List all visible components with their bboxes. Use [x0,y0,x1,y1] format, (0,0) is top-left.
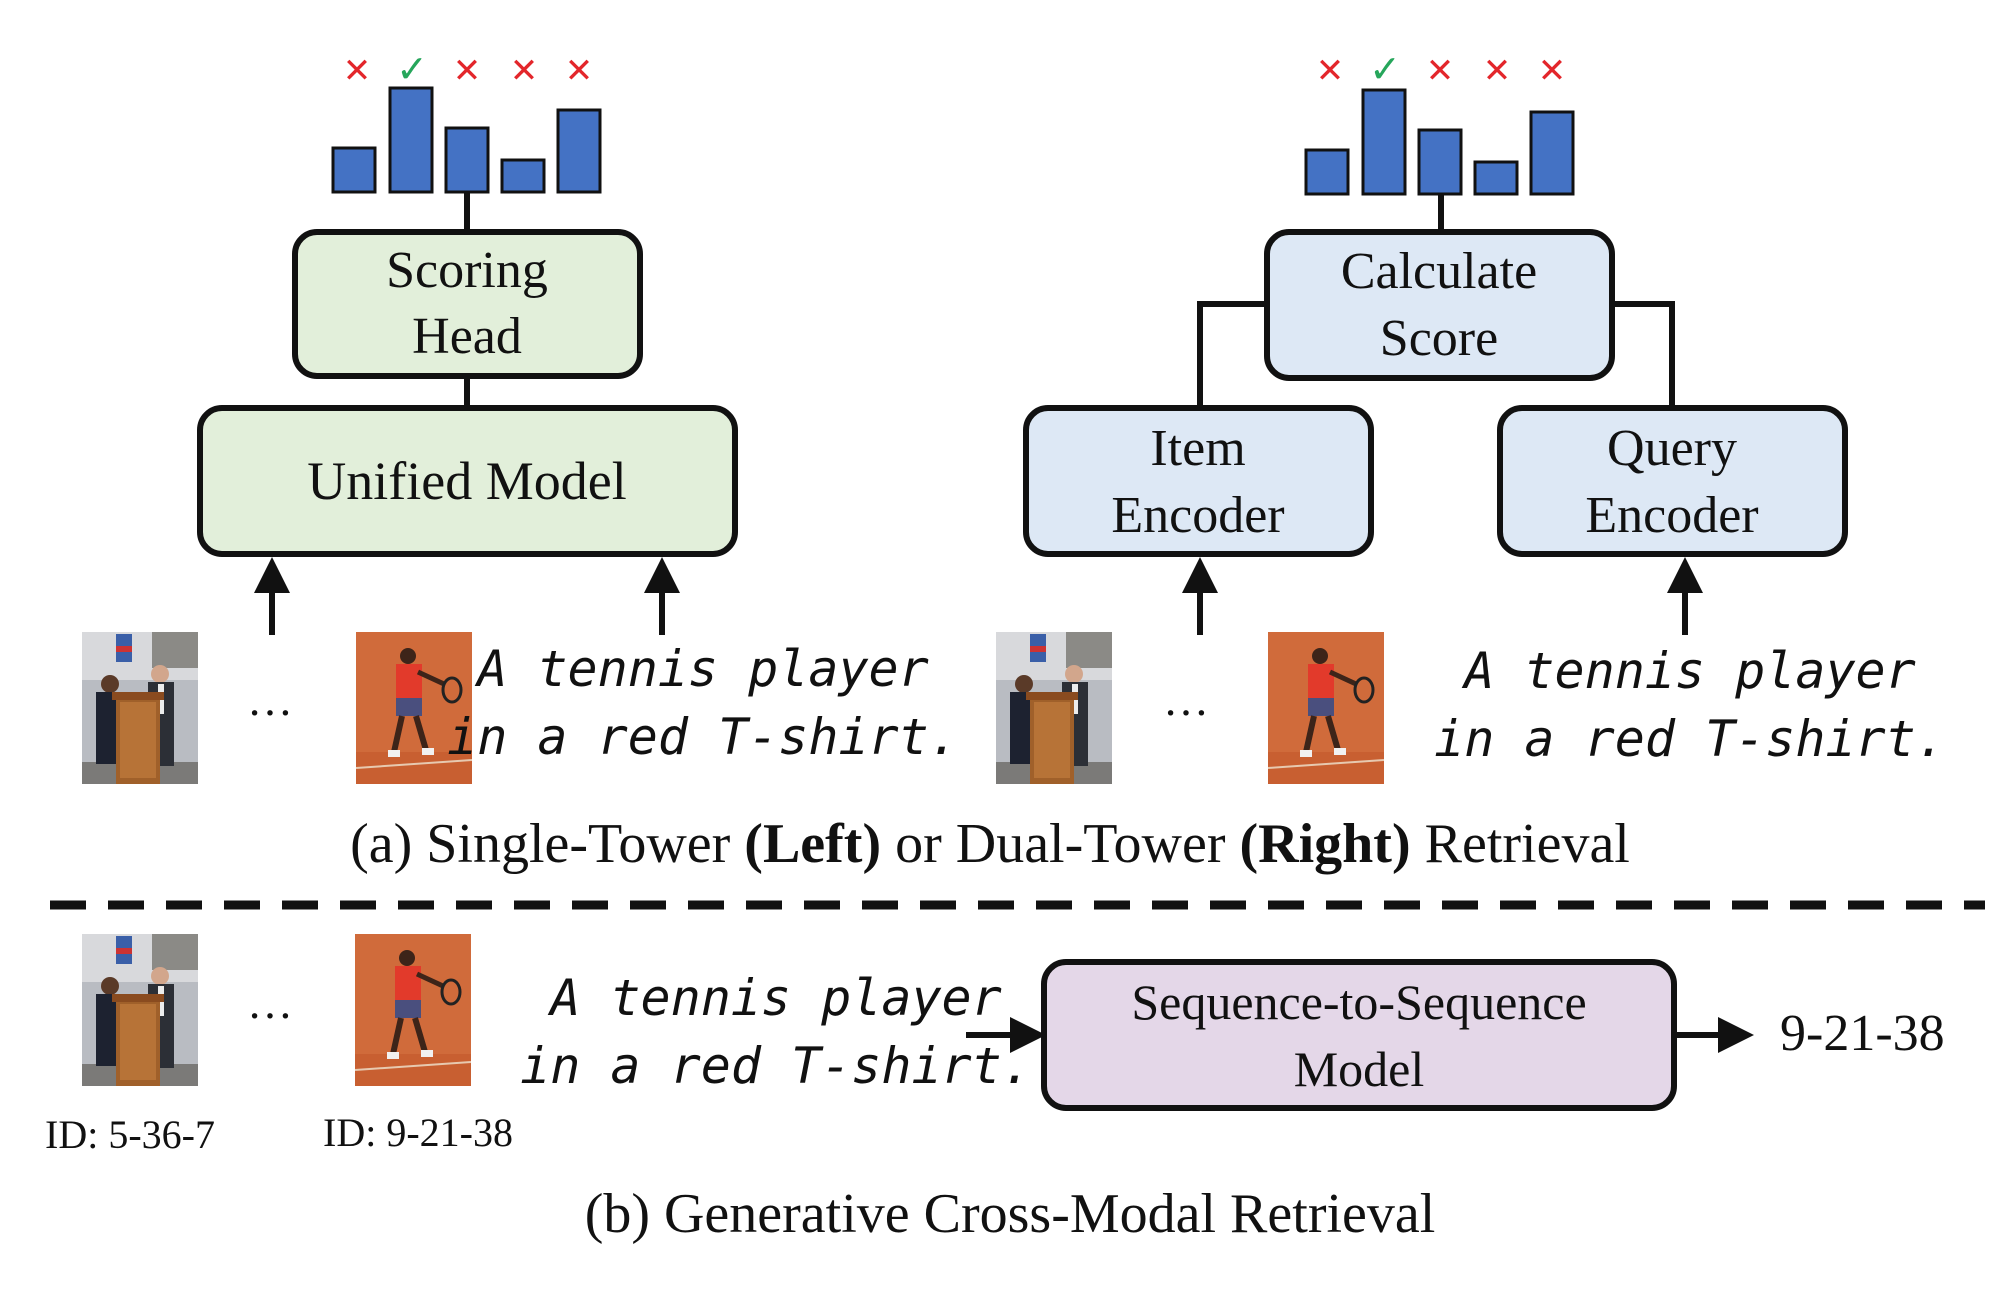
cross-mark-icon: ✕ [1316,51,1345,91]
score-bar [500,158,546,194]
query-text-line1: A tennis player [1461,642,1916,700]
caption-a-part1: (a) Single-Tower [350,813,744,875]
dual-tower-panel: ✕ ✓ ✕ ✕ ✕ Calculate Score Item Encoder Q… [996,47,1946,784]
unified-model-label: Unified Model [307,451,626,511]
seq2seq-model-line2: Model [1294,1041,1425,1097]
item-encoder-line2: Encoder [1111,487,1284,544]
cross-mark-icon: ✕ [343,51,372,91]
query-text-line2: in a red T-shirt. [1434,710,1946,768]
score-bar [1417,128,1463,196]
score-bar [1361,88,1407,196]
podium-photo [82,934,198,1086]
query-encoder-line1: Query [1607,420,1737,477]
podium-photo [996,632,1112,784]
caption-a: (a) Single-Tower (Left) or Dual-Tower (R… [350,813,1630,875]
calculate-score-line1: Calculate [1341,243,1537,300]
query-encoder-line2: Encoder [1585,487,1758,544]
seq2seq-model-line1: Sequence-to-Sequence [1131,974,1586,1030]
score-bar [1529,110,1575,196]
cross-mark-icon: ✕ [1538,51,1567,91]
score-bar [1304,148,1350,196]
caption-a-part3: Retrieval [1411,813,1630,875]
caption-a-bold2: (Right) [1240,813,1411,875]
cross-mark-icon: ✕ [1483,51,1512,91]
generative-panel: … ID: 5-36-7 ID: 9-21-38 A tennis player… [45,934,1945,1157]
query-text-line2: in a red T-shirt. [447,708,959,766]
item-id-1: ID: 5-36-7 [45,1112,215,1157]
cross-mark-icon: ✕ [453,51,482,91]
item-id-2: ID: 9-21-38 [323,1110,513,1155]
single-tower-result-marks: ✕ ✓ ✕ ✕ ✕ [343,47,594,91]
scoring-head-line2: Head [412,308,522,365]
item-encoder-line1: Item [1150,420,1245,477]
podium-photo [82,632,198,784]
tennis-photo [355,934,471,1086]
caption-b: (b) Generative Cross-Modal Retrieval [585,1183,1436,1245]
cross-mark-icon: ✕ [565,51,594,91]
tennis-photo [1268,632,1384,784]
query-text-line1: A tennis player [547,969,1002,1027]
cross-mark-icon: ✕ [1426,51,1455,91]
unified-model-box [197,405,738,557]
check-mark-icon: ✓ [396,47,428,91]
dual-tower-result-marks: ✕ ✓ ✕ ✕ ✕ [1316,47,1567,91]
ellipsis: … [247,977,293,1028]
cross-mark-icon: ✕ [510,51,539,91]
item-encoder-box [1023,405,1374,557]
scoring-head-line1: Scoring [386,242,548,299]
query-text-line1: A tennis player [474,640,929,698]
single-tower-score-bars [331,86,602,194]
score-bar [444,126,490,194]
check-mark-icon: ✓ [1369,47,1401,91]
caption-a-bold1: (Left) [744,813,881,875]
generated-id-output: 9-21-38 [1780,1005,1945,1062]
single-tower-panel: ✕ ✓ ✕ ✕ ✕ Scoring Head Unified Model … A… [82,47,959,784]
query-encoder-box [1497,405,1848,557]
caption-a-part2: or Dual-Tower [881,813,1239,875]
score-bar [1473,160,1519,196]
ellipsis: … [247,674,293,725]
score-bar [388,86,434,194]
dual-tower-score-bars [1304,88,1575,196]
score-bar [556,108,602,194]
ellipsis: … [1163,674,1209,725]
calculate-score-line2: Score [1380,310,1498,367]
query-text-line2: in a red T-shirt. [520,1037,1032,1095]
score-bar [331,146,377,194]
